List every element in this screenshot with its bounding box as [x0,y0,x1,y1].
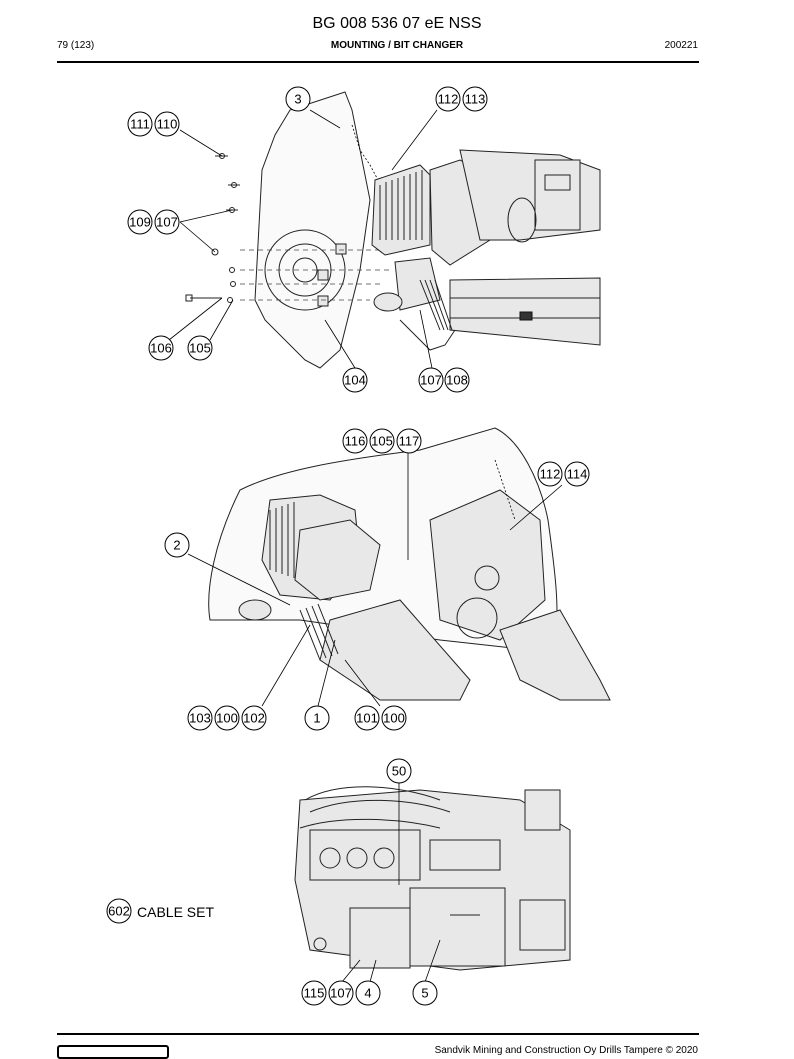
svg-text:111: 111 [130,117,150,132]
svg-text:101: 101 [356,711,378,726]
callout-109: 109 [127,209,153,235]
page-number: 79 (123) [57,40,95,51]
svg-text:2: 2 [173,538,180,553]
callout-112-b: 112 [537,461,563,487]
callout-602: 602 [106,898,132,924]
svg-text:112: 112 [540,467,561,482]
svg-text:602: 602 [108,904,130,919]
svg-text:117: 117 [399,434,420,449]
svg-text:113: 113 [465,92,486,107]
svg-text:5: 5 [421,986,428,1001]
callout-4: 4 [355,980,381,1006]
callout-5: 5 [412,980,438,1006]
enclosure-5 [409,887,506,967]
callout-110: 110 [154,111,180,137]
svg-text:110: 110 [157,117,178,132]
document-title: BG 008 536 07 eE NSS [312,15,482,32]
svg-text:3: 3 [294,92,301,107]
figure-3-cable-set-view [294,782,571,983]
callout-105-b: 105 [369,428,395,454]
callout-106: 106 [148,335,174,361]
svg-text:114: 114 [567,467,588,482]
section-title: MOUNTING / BIT CHANGER [330,40,464,51]
svg-text:105: 105 [189,341,211,356]
svg-text:116: 116 [345,434,366,449]
guard-plate [254,91,371,369]
callout-101: 101 [354,705,380,731]
svg-text:1: 1 [313,711,320,726]
sandvik-logo [57,1045,169,1059]
callout-112: 112 [435,86,461,112]
figure-2-assembled-view [187,427,611,707]
svg-text:108: 108 [446,373,468,388]
callout-116: 116 [342,428,368,454]
figure-1-exploded-view [168,91,601,369]
callout-104: 104 [342,367,368,393]
callout-100-b: 100 [381,705,407,731]
svg-text:106: 106 [150,341,172,356]
callout-3: 3 [285,86,311,112]
footer-copyright: Sandvik Mining and Construction Oy Drill… [434,1045,698,1056]
callout-108: 108 [444,367,470,393]
svg-text:50: 50 [392,764,406,779]
svg-text:104: 104 [344,373,366,388]
callout-100: 100 [214,705,240,731]
svg-text:103: 103 [189,711,211,726]
svg-text:107: 107 [420,373,442,388]
callout-103: 103 [187,705,213,731]
svg-text:100: 100 [216,711,238,726]
svg-text:112: 112 [438,92,459,107]
svg-text:102: 102 [243,711,265,726]
callout-105: 105 [187,335,213,361]
svg-text:107: 107 [156,215,178,230]
svg-text:109: 109 [129,215,151,230]
header-rule [57,61,699,63]
callout-115: 115 [301,980,327,1006]
callout-107-b: 107 [418,367,444,393]
callout-2: 2 [164,532,190,558]
cable-set-label: CABLE SET [137,904,215,920]
enclosure-4 [349,907,411,969]
callout-1: 1 [304,705,330,731]
svg-text:115: 115 [304,986,325,1001]
svg-text:107: 107 [330,986,352,1001]
document-date: 200221 [664,40,698,51]
footer-rule [57,1033,699,1035]
callout-107: 107 [154,209,180,235]
callout-111: 111 [127,111,153,137]
valve-block [309,829,501,881]
callout-117: 117 [396,428,422,454]
callout-114: 114 [564,461,590,487]
callout-50: 50 [386,758,412,784]
callout-113: 113 [462,86,488,112]
svg-text:100: 100 [383,711,405,726]
bit-changer-assembly [371,149,601,351]
callout-107-c: 107 [328,980,354,1006]
callout-102: 102 [241,705,267,731]
callouts: 3 112 113 111 110 109 107 106 105 104 10… [106,86,590,1006]
svg-text:4: 4 [364,986,371,1001]
svg-text:105: 105 [371,434,393,449]
